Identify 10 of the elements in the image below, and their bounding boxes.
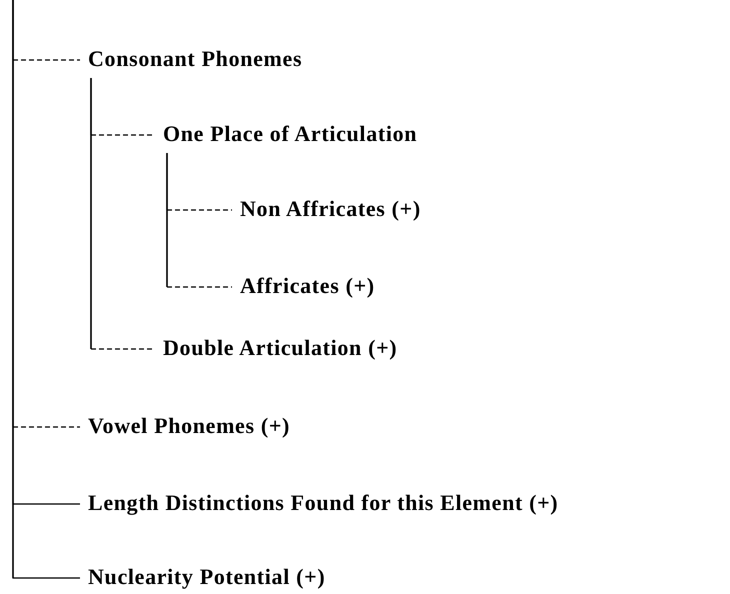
tree-item: Length Distinctions Found for this Element (+)	[88, 492, 558, 514]
tree-connector	[166, 153, 232, 288]
tree-item: Nuclearity Potential (+)	[88, 566, 326, 588]
tree-connector	[90, 78, 155, 350]
tree-item: Consonant Phonemes	[88, 48, 302, 70]
tree-item: Vowel Phonemes (+)	[88, 415, 290, 437]
tree-item: Affricates (+)	[240, 275, 375, 297]
tree-item: Non Affricates (+)	[240, 198, 421, 220]
tree-item: Double Articulation (+)	[163, 337, 398, 359]
tree-item: One Place of Articulation	[163, 123, 418, 145]
